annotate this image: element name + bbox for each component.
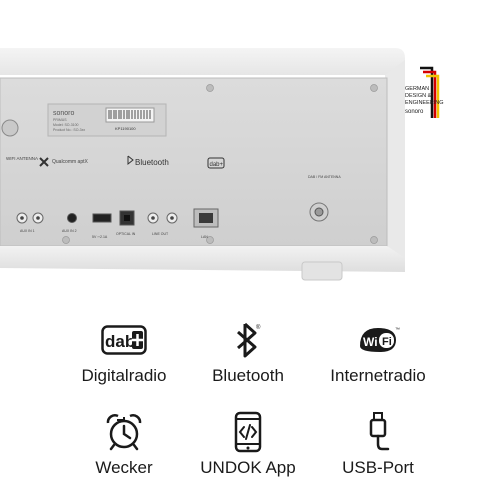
aux-in-1-port: [16, 212, 44, 224]
german-design-tag: GERMAN DESIGN & ENGINEERING sonoro: [405, 66, 444, 118]
svg-text:dab: dab: [105, 332, 135, 351]
device-base: [0, 246, 405, 272]
lan-port: [193, 208, 219, 228]
feature-label: Digitalradio: [81, 366, 167, 385]
feature-label: USB-Port: [342, 458, 414, 477]
port-label: 5V ⎓2.1A: [92, 235, 108, 239]
label-line: PRIMUS: [53, 118, 67, 122]
svg-text:Wi: Wi: [363, 335, 378, 349]
dab-fm-antenna-connector: [309, 202, 329, 222]
wifi-antenna-connector: [1, 119, 19, 137]
panel-screws: [62, 84, 378, 244]
wifi-icon: Wi Fi ™: [360, 327, 400, 352]
feature-digitalradio: dab Digitalradio: [54, 318, 194, 386]
feature-label: Internetradio: [330, 366, 426, 385]
fm-antenna-label: DAB / FM ANTENNA: [308, 175, 341, 179]
qualcomm-logo: Qualcomm aptX: [39, 157, 89, 167]
port-label: OPTICAL IN: [116, 232, 136, 236]
product-photo: WIFI ANTENNA sonoro PRIMUS Model: SO-310…: [0, 48, 444, 281]
port-label: LAN: [201, 235, 208, 239]
device-rear-illustration: WIFI ANTENNA sonoro PRIMUS Model: SO-310…: [0, 48, 444, 281]
port-label: AUX IN 1: [20, 229, 35, 233]
label-brand: sonoro: [53, 110, 75, 117]
feature-usb-port: USB-Port: [308, 410, 448, 478]
barcode-sticker: [105, 107, 155, 123]
dab-radio-icon: dab: [101, 325, 147, 355]
port-label: AUX IN 2: [62, 229, 77, 233]
label-line: Model: SO-3100: [53, 123, 79, 127]
feature-undok-app: UNDOK App: [178, 410, 318, 478]
alarm-clock-icon: [106, 414, 142, 451]
wifi-antenna-label: WIFI ANTENNA: [6, 156, 38, 161]
feature-wecker: Wecker: [54, 410, 194, 478]
usb-icon: [369, 412, 390, 451]
feature-label: Bluetooth: [212, 366, 284, 385]
device-top: [0, 48, 405, 75]
bluetooth-icon: ®: [237, 322, 261, 358]
line-out-port: [147, 212, 178, 224]
svg-text:Bluetooth: Bluetooth: [135, 158, 169, 167]
dab-logo: dab+: [207, 157, 225, 169]
svg-text:™: ™: [395, 327, 400, 333]
serial-number: KP1190100: [115, 126, 136, 131]
optical-in-port: [119, 210, 135, 226]
svg-text:DESIGN &: DESIGN &: [405, 93, 432, 99]
svg-text:Qualcomm aptX: Qualcomm aptX: [52, 159, 89, 165]
port-label: LINE OUT: [152, 232, 169, 236]
svg-text:Fi: Fi: [382, 336, 392, 348]
label-line: Product No.: SO-3xx: [53, 128, 85, 132]
feature-internetradio: Wi Fi ™ Internetradio: [308, 318, 448, 386]
bluetooth-logo: Bluetooth: [127, 155, 169, 167]
feature-bluetooth: ® Bluetooth: [178, 318, 318, 386]
svg-text:®: ®: [256, 324, 261, 331]
svg-text:dab+: dab+: [210, 162, 224, 168]
usb-port: [92, 213, 112, 223]
svg-text:sonoro: sonoro: [405, 109, 424, 115]
feature-grid: dab Digitalradio ® Bluetooth Wi Fi ™: [0, 300, 500, 500]
aux-in-2-port: [67, 213, 77, 223]
barcode: [108, 110, 151, 119]
feature-label: Wecker: [95, 458, 153, 477]
feature-label: UNDOK App: [200, 458, 296, 477]
device-foot: [301, 261, 343, 281]
svg-text:GERMAN: GERMAN: [405, 86, 429, 92]
svg-text:ENGINEERING: ENGINEERING: [405, 100, 444, 106]
device-side: [385, 60, 405, 262]
smartphone-app-icon: [234, 411, 262, 453]
